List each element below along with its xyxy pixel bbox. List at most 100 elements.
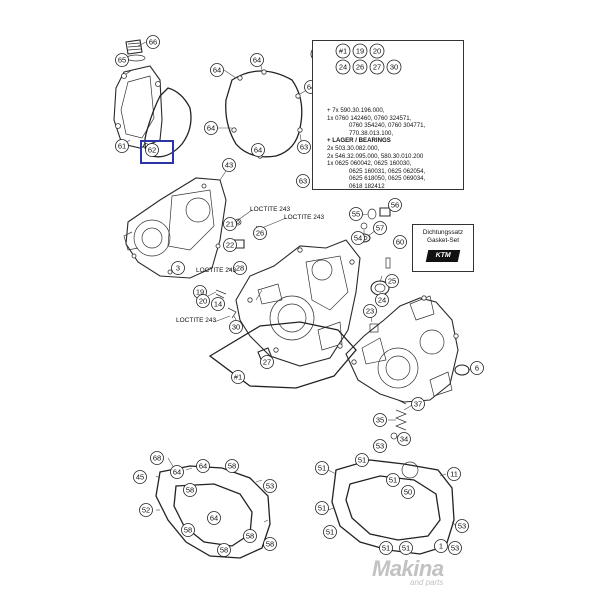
callout-51: 51	[379, 541, 393, 555]
infobox-callout-24: 24	[335, 59, 351, 75]
parts-list-line: + 7x 590.30.196.000,	[327, 107, 385, 114]
callout-45: 45	[133, 470, 147, 484]
loctite-leaders	[213, 209, 287, 323]
left-case-gasket-inner	[173, 483, 253, 547]
callout-3: 3	[171, 261, 185, 275]
callout-58: 58	[225, 459, 239, 473]
svg-text:51: 51	[382, 544, 390, 553]
svg-text:62: 62	[148, 146, 156, 155]
callout-64: 64	[204, 121, 218, 135]
svg-text:14: 14	[214, 300, 222, 309]
callout-51: 51	[355, 453, 369, 467]
callout-11: 11	[447, 467, 461, 481]
callout-62: 62	[145, 143, 159, 157]
left-crankcase-drawing	[235, 239, 361, 367]
svg-text:43: 43	[225, 161, 233, 170]
callout-22: 22	[223, 238, 237, 252]
parts-list-line: 1x 0760 142460, 0760 324571,	[327, 114, 412, 122]
svg-text:58: 58	[184, 526, 192, 535]
callout-23: 23	[363, 304, 377, 318]
oring-ring	[401, 461, 419, 479]
svg-text:51: 51	[318, 464, 326, 473]
svg-text:66: 66	[149, 38, 157, 47]
svg-text:28: 28	[236, 264, 244, 273]
svg-text:27: 27	[373, 63, 381, 72]
clutch-cover-gasket	[144, 87, 192, 158]
callout-51: 51	[399, 541, 413, 555]
callout-65: 65	[115, 53, 129, 67]
svg-text:51: 51	[358, 456, 366, 465]
svg-text:55: 55	[352, 210, 360, 219]
gasket-set-de: Dichtungssatz	[422, 229, 464, 236]
svg-text:30: 30	[390, 63, 398, 72]
callout-num1: #1	[231, 370, 245, 384]
svg-text:24: 24	[339, 63, 347, 72]
ktm-logo: KTM	[425, 250, 461, 262]
svg-text:24: 24	[378, 296, 386, 305]
svg-text:27: 27	[263, 358, 271, 367]
callout-26: 26	[253, 226, 267, 240]
callout-51: 51	[386, 473, 400, 487]
svg-text:51: 51	[318, 504, 326, 513]
callout-51: 51	[315, 501, 329, 515]
parts-list-line: 0625 618050, 0625 069034,	[349, 175, 426, 183]
svg-text:#1: #1	[234, 373, 242, 382]
svg-text:51: 51	[326, 528, 334, 537]
svg-text:64: 64	[173, 468, 181, 477]
callout-52: 52	[139, 503, 153, 517]
callout-50: 50	[401, 485, 415, 499]
svg-text:54: 54	[354, 234, 362, 243]
svg-text:22: 22	[226, 241, 234, 250]
gasket-set-label: Dichtungssatz Gasket-Set	[413, 229, 473, 244]
svg-text:53: 53	[376, 442, 384, 451]
infobox-callout-19: 19	[352, 43, 368, 59]
callout-60: 60	[393, 235, 407, 249]
watermark-logo: Makina and parts	[372, 556, 482, 596]
svg-text:64: 64	[210, 514, 218, 523]
parts-list-line: + LAGER / BEARINGS	[327, 137, 391, 145]
svg-text:57: 57	[376, 224, 384, 233]
svg-text:50: 50	[404, 488, 412, 497]
svg-text:35: 35	[376, 416, 384, 425]
svg-text:53: 53	[458, 522, 466, 531]
svg-text:26: 26	[356, 63, 364, 72]
svg-text:64: 64	[307, 83, 315, 92]
callout-37: 37	[411, 397, 425, 411]
callout-66: 66	[146, 35, 160, 49]
svg-text:19: 19	[196, 288, 204, 297]
callout-25: 25	[385, 274, 399, 288]
svg-text:21: 21	[226, 220, 234, 229]
svg-text:64: 64	[254, 146, 262, 155]
svg-text:64: 64	[207, 124, 215, 133]
ignition-gasket-bolts	[231, 69, 303, 159]
svg-text:53: 53	[451, 544, 459, 553]
svg-text:19: 19	[356, 47, 364, 56]
loctite-label: LOCTITE 243	[250, 206, 290, 213]
parts-list-line: 0625 160031, 0625 062054,	[349, 167, 426, 175]
callout-51: 51	[323, 525, 337, 539]
callout-28: 28	[233, 261, 247, 275]
svg-text:63: 63	[300, 143, 308, 152]
callout-27: 27	[260, 355, 274, 369]
callout-61: 61	[115, 139, 129, 153]
callout-64: 64	[196, 459, 210, 473]
callout-58: 58	[243, 529, 257, 543]
callout-51: 51	[315, 461, 329, 475]
svg-text:11: 11	[450, 470, 458, 479]
callout-58: 58	[183, 483, 197, 497]
watermark-brand: Makina	[372, 556, 444, 581]
svg-text:65: 65	[118, 56, 126, 65]
callout-53: 53	[448, 541, 462, 555]
callout-64: 64	[210, 63, 224, 77]
parts-list-line: 0760 354240, 0760 304771,	[349, 122, 426, 130]
svg-text:3: 3	[176, 264, 180, 273]
svg-text:64: 64	[199, 462, 207, 471]
svg-text:58: 58	[186, 486, 194, 495]
gasket-set-box: Dichtungssatz Gasket-Set KTM	[412, 224, 474, 272]
svg-text:64: 64	[213, 66, 221, 75]
callout-58: 58	[217, 543, 231, 557]
ignition-cover-gasket	[225, 70, 303, 158]
